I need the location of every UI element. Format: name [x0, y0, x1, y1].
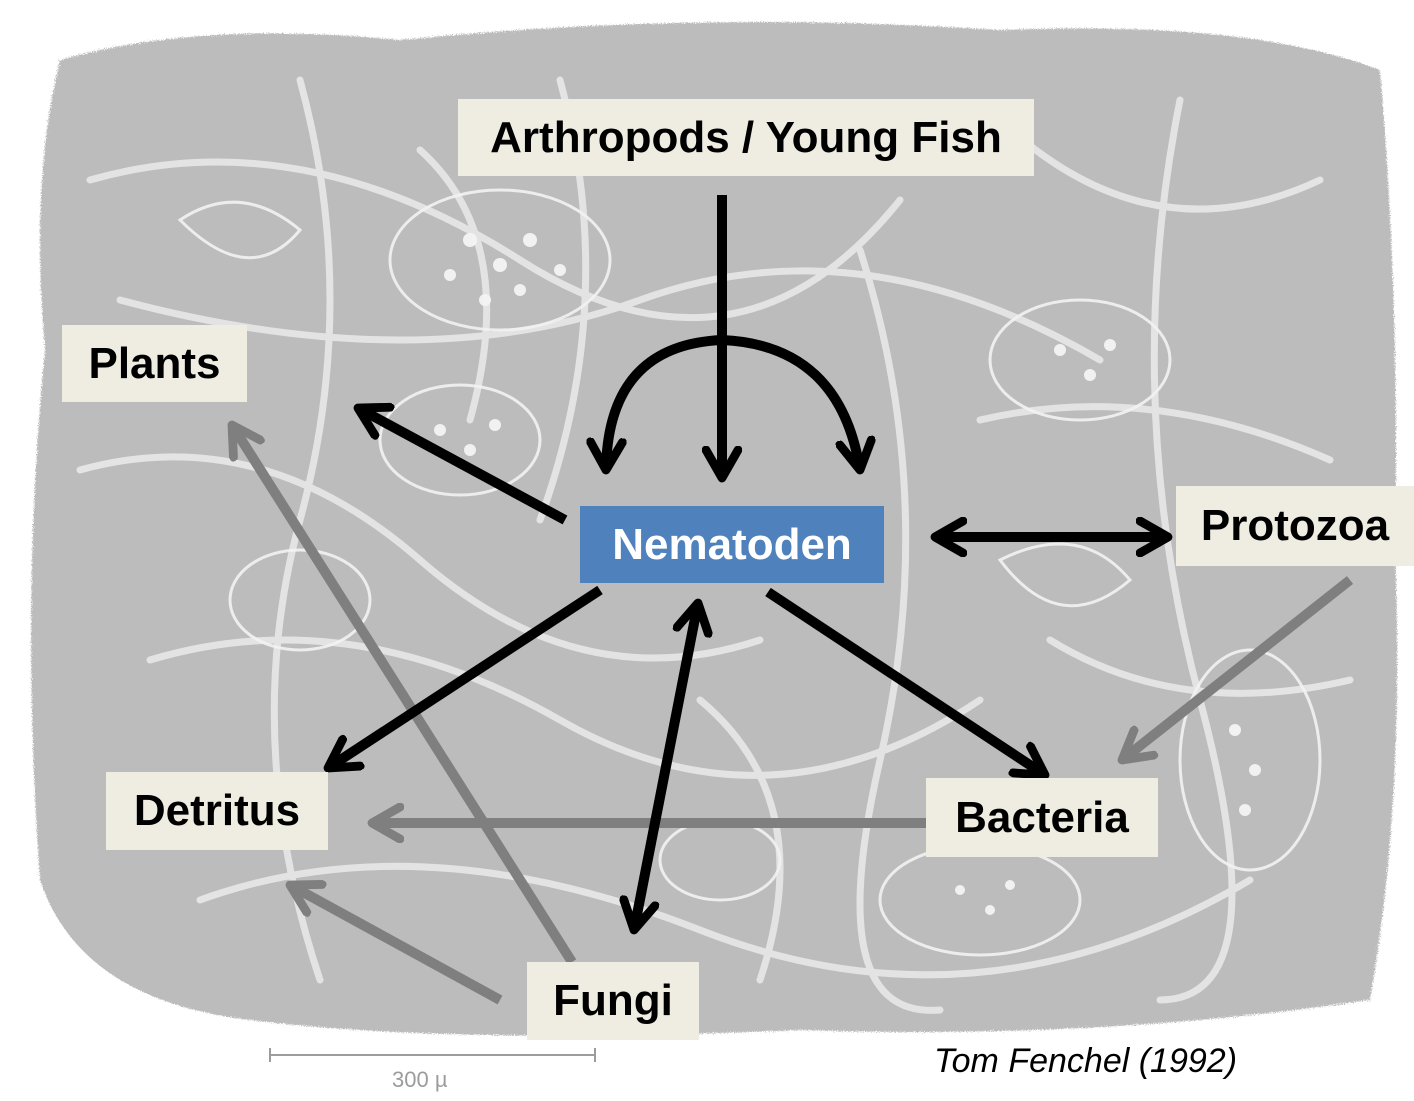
arrow-nematoden-fungi-bidirectional	[634, 603, 698, 930]
node-bacteria: Bacteria	[926, 778, 1158, 857]
arrow-nematoden-to-detritus	[328, 590, 600, 768]
node-label: Arthropods / Young Fish	[490, 113, 1002, 163]
node-nematoden: Nematoden	[580, 506, 884, 583]
scale-bar-label: 300 µ	[392, 1067, 448, 1093]
source-credit: Tom Fenchel (1992)	[934, 1042, 1237, 1081]
arrow-nematoden-to-plants	[358, 408, 565, 520]
node-label: Protozoa	[1201, 501, 1389, 551]
node-label: Bacteria	[955, 793, 1129, 843]
node-fungi: Fungi	[527, 962, 699, 1040]
arrow-arthropods-curved-split	[606, 340, 860, 470]
arrow-protozoa-to-bacteria	[1122, 580, 1350, 760]
arrow-nematoden-to-bacteria	[768, 592, 1045, 775]
node-arthropods-young-fish: Arthropods / Young Fish	[458, 99, 1034, 176]
node-label: Detritus	[134, 786, 300, 836]
node-label: Fungi	[553, 976, 673, 1026]
node-label: Plants	[88, 339, 220, 389]
node-label: Nematoden	[612, 520, 852, 570]
node-plants: Plants	[62, 325, 247, 402]
node-protozoa: Protozoa	[1176, 486, 1414, 566]
arrow-fungi-to-detritus	[290, 885, 500, 1000]
node-detritus: Detritus	[106, 772, 328, 850]
arrow-fungi-to-plants	[232, 425, 572, 962]
